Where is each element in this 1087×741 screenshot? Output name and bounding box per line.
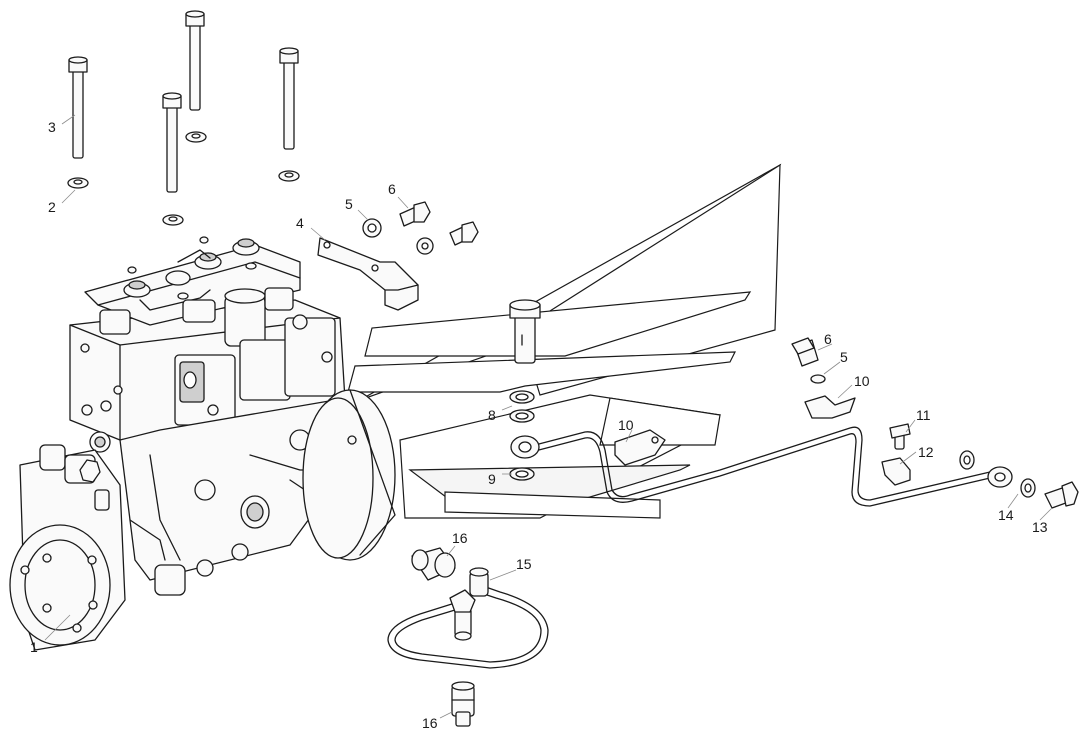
callout-8: 8 <box>488 407 496 423</box>
callout-15: 15 <box>516 556 532 572</box>
callout-14: 14 <box>998 507 1014 523</box>
gasket-plate <box>347 163 782 519</box>
clamp <box>804 395 856 419</box>
sealing-washer <box>509 467 535 481</box>
bolt <box>889 423 911 450</box>
callout-13: 13 <box>1032 519 1048 535</box>
long-bolt <box>185 10 205 111</box>
clamp <box>881 457 911 486</box>
washer <box>278 170 300 182</box>
bracket <box>317 237 419 311</box>
callout-6: 6 <box>388 181 396 197</box>
return-hose <box>387 567 549 669</box>
callout-10: 10 <box>618 417 634 433</box>
bolt <box>791 337 819 367</box>
long-bolt <box>279 47 299 150</box>
callout-2: 2 <box>48 199 56 215</box>
washer <box>185 131 207 143</box>
long-bolt <box>162 92 182 193</box>
callout-4: 4 <box>296 215 304 231</box>
callout-5: 5 <box>345 196 353 212</box>
washer <box>162 214 184 226</box>
adapter-fitting <box>411 547 456 581</box>
callout-10: 10 <box>854 373 870 389</box>
callout-12: 12 <box>918 444 934 460</box>
sealing-washer <box>1020 478 1036 498</box>
bolt <box>449 221 479 246</box>
callout-6: 6 <box>824 331 832 347</box>
callout-16: 16 <box>422 715 438 731</box>
washer <box>67 177 89 189</box>
callouts: 1 2 3 4 5 6 6 5 10 8 9 10 11 12 14 13 16… <box>30 119 1048 731</box>
washer <box>810 374 826 384</box>
long-bolt <box>68 56 88 159</box>
callout-5: 5 <box>840 349 848 365</box>
callout-9: 9 <box>488 471 496 487</box>
callout-16: 16 <box>452 530 468 546</box>
fuel-line <box>510 426 1013 507</box>
bolt <box>399 201 431 227</box>
leader-lines <box>44 114 1053 719</box>
sealing-washer <box>509 409 535 423</box>
washer <box>416 237 434 255</box>
sealing-washer <box>509 390 535 404</box>
callout-11: 11 <box>916 407 931 423</box>
adapter-fitting <box>451 681 475 727</box>
sealing-washer <box>959 450 975 470</box>
banjo-bolt <box>509 299 541 364</box>
callout-3: 3 <box>48 119 56 135</box>
washer <box>362 218 382 238</box>
banjo-bolt <box>1044 481 1079 509</box>
callout-1: 1 <box>30 639 38 655</box>
fuel-pump-body <box>9 236 396 651</box>
